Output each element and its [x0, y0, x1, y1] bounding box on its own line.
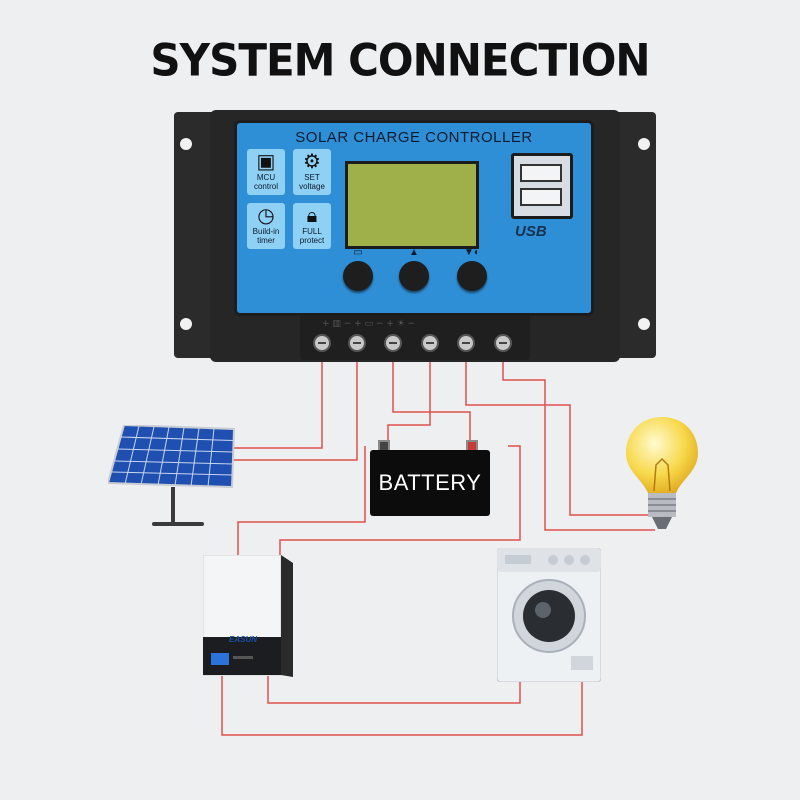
inverter-body [203, 555, 293, 677]
light-bulb [626, 417, 698, 529]
feature-label: MCU [256, 173, 276, 182]
washing-machine [497, 548, 601, 682]
terminal-load-neg [494, 334, 512, 352]
down-button[interactable] [457, 261, 487, 291]
terminal-pv-pos [313, 334, 331, 352]
usb-slot[interactable] [520, 188, 562, 206]
lcd-display [345, 161, 479, 249]
terminal-battery-neg [421, 334, 439, 352]
lock-icon: 🔒︎ [306, 205, 318, 227]
usb-slot[interactable] [520, 164, 562, 182]
wire-load-pos [465, 350, 655, 516]
wire-bat-inv-pos [279, 445, 521, 556]
feature-label: protect [299, 236, 325, 245]
clock-icon: ◷ [257, 205, 275, 227]
up-button[interactable] [399, 261, 429, 291]
warning-icon: ▲ [409, 247, 419, 258]
svg-text:+ ▥ − + ▭ − + ☀ −: + ▥ − + ▭ − + ☀ − [322, 319, 415, 329]
terminal-battery-pos [384, 334, 402, 352]
load-icon: ▼◐ [464, 247, 480, 258]
menu-button[interactable] [343, 261, 373, 291]
feature-label: timer [257, 236, 275, 245]
inverter-brand: EASUN [229, 635, 258, 644]
gear-icon: ⚙ [303, 151, 321, 173]
wire-bat-neg-ctrl [387, 350, 431, 440]
front-panel: SOLAR CHARGE CONTROLLER ▣ MCU control ⚙ … [234, 120, 594, 316]
usb-ports[interactable] [511, 153, 573, 219]
terminal-load-pos [457, 334, 475, 352]
feature-mcu: ▣ MCU control [247, 149, 285, 195]
feature-label: control [253, 182, 278, 191]
wire-bat-pos-ctrl [392, 350, 471, 440]
battery: BATTERY [370, 440, 490, 516]
chip-icon: ▣ [256, 151, 276, 173]
feature-label: Build-in [252, 227, 280, 236]
wire-inv-washer-a [267, 676, 521, 704]
wire-load-neg [502, 350, 655, 531]
wire-pv-neg [232, 350, 358, 461]
solar-charge-controller: + ▥ − + ▭ − + ☀ − SOLAR CHARGE CONTROLLE… [172, 108, 658, 370]
wire-inv-washer-b [221, 676, 583, 736]
feature-label: SET [304, 173, 320, 182]
controller-title: SOLAR CHARGE CONTROLLER [295, 129, 533, 146]
battery-label: BATTERY [378, 470, 482, 495]
usb-label: USB [515, 223, 547, 240]
battery-body [370, 450, 490, 516]
page-title: SYSTEM CONNECTION [150, 34, 650, 87]
wire-pv-pos [232, 350, 323, 449]
feature-set-voltage: ⚙ SET voltage [293, 149, 331, 195]
wire-bat-inv-neg [237, 446, 366, 556]
feature-label: voltage [299, 182, 325, 191]
feature-protect: 🔒︎ FULL protect [293, 203, 331, 249]
battery-icon: ▭ [353, 247, 363, 258]
terminal-pv-neg [348, 334, 366, 352]
solar-panel [108, 425, 236, 526]
feature-timer: ◷ Build-in timer [247, 203, 285, 249]
feature-label: FULL [302, 227, 322, 236]
inverter: EASUN [203, 555, 295, 677]
